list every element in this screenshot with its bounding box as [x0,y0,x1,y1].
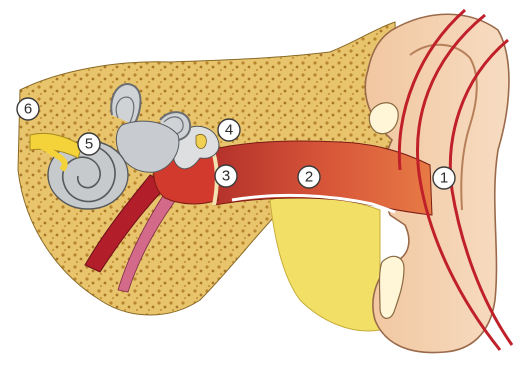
callout-1: 1 [433,167,455,189]
callout-6-label: 6 [24,101,32,118]
callout-4: 4 [218,119,240,141]
soft-tissue [270,195,380,331]
callout-3-label: 3 [222,168,230,185]
callout-3: 3 [215,165,237,187]
callout-5: 5 [78,133,100,155]
callout-5-label: 5 [85,136,93,153]
callout-6: 6 [17,98,39,120]
callout-4-label: 4 [225,122,233,139]
anvil-bone [196,134,206,148]
callout-2-label: 2 [305,169,313,186]
callout-1-label: 1 [440,170,448,187]
callout-2: 2 [298,166,320,188]
